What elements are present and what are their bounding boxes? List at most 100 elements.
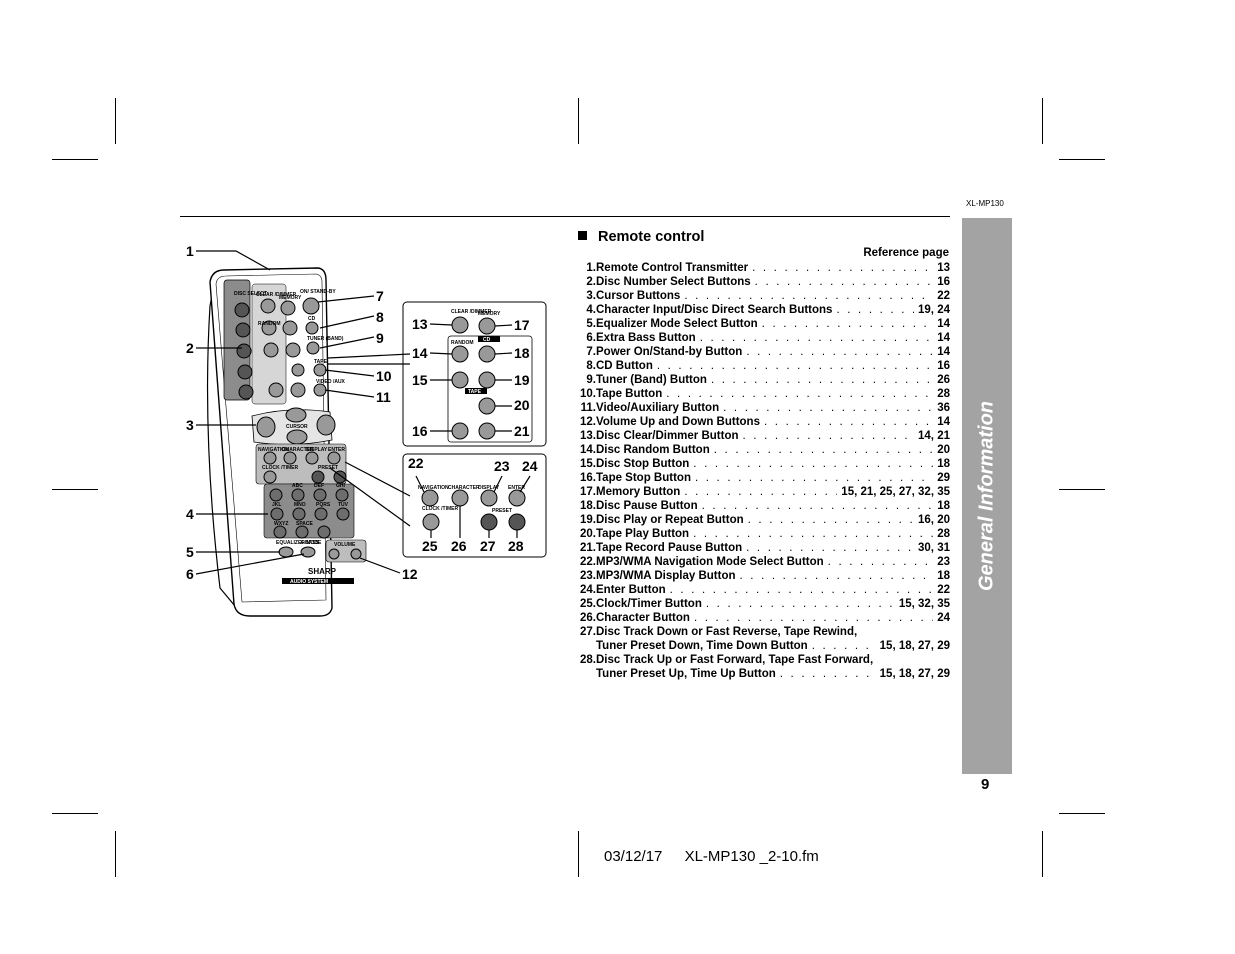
dot-leader xyxy=(693,457,933,471)
item-label: Enter Button xyxy=(596,584,666,596)
dot-leader xyxy=(702,499,934,513)
header-rule xyxy=(180,216,950,217)
dot-leader xyxy=(740,569,934,583)
footer-date: 03/12/17 xyxy=(604,848,663,865)
item-pages: 36 xyxy=(937,402,950,414)
preset-small-label: PRESET xyxy=(318,465,338,471)
item-number: 20. xyxy=(580,528,596,540)
list-item: 16.Tape Stop Button29 xyxy=(576,471,950,485)
volume-label: VOLUME xyxy=(334,542,356,548)
list-item: 12.Volume Up and Down Buttons14 xyxy=(576,415,950,429)
list-item: 7.Power On/Stand-by Button14 xyxy=(576,345,950,359)
item-pages: 30, 31 xyxy=(918,542,950,554)
item-label: Tape Play Button xyxy=(596,528,690,540)
item-label: MP3/WMA Navigation Mode Select Button xyxy=(596,556,824,568)
item-pages: 22 xyxy=(937,290,950,302)
callout-19: 19 xyxy=(514,372,530,388)
dot-leader xyxy=(752,261,933,275)
item-number: 8. xyxy=(586,360,596,372)
clock-timer-small-label: CLOCK /TIMER xyxy=(262,465,298,471)
item-number: 3. xyxy=(586,290,596,302)
callout-2: 2 xyxy=(186,340,194,356)
display-small-label: DISPLAY xyxy=(306,447,328,453)
space-label: SPACE xyxy=(296,521,314,527)
dot-leader xyxy=(755,275,934,289)
item-number: 14. xyxy=(580,444,596,456)
item-number: 4. xyxy=(586,304,596,316)
item-label: Disc Stop Button xyxy=(596,458,690,470)
crop-mark xyxy=(52,813,98,814)
remote-top-buttons xyxy=(260,297,327,398)
dot-leader xyxy=(694,611,933,625)
item-pages: 18 xyxy=(937,458,950,470)
wxyz-label: WXYZ xyxy=(274,521,288,527)
list-item: 10.Tape Button28 xyxy=(576,387,950,401)
navigation-detail-label: NAVIGATION xyxy=(418,485,449,491)
list-item: 18.Disc Pause Button18 xyxy=(576,499,950,513)
list-item: 19.Disc Play or Repeat Button16, 20 xyxy=(576,513,950,527)
item-label: Power On/Stand-by Button xyxy=(596,346,743,358)
item-pages: 13 xyxy=(937,262,950,274)
item-number: 2. xyxy=(586,276,596,288)
callout-1: 1 xyxy=(186,243,194,259)
item-number: 27. xyxy=(580,626,596,638)
item-label: Video/Auxiliary Button xyxy=(596,402,720,414)
dot-leader xyxy=(657,359,933,373)
callout-18: 18 xyxy=(514,345,530,361)
dot-leader xyxy=(711,373,933,387)
list-item: 5.Equalizer Mode Select Button14 xyxy=(576,317,950,331)
crop-mark xyxy=(1059,159,1105,160)
tuv-label: TUV xyxy=(338,502,349,508)
tape-label: TAPE xyxy=(314,359,328,365)
dot-leader xyxy=(746,345,933,359)
detail-box-top xyxy=(402,301,547,447)
random-detail-label: RANDOM xyxy=(451,340,474,346)
item-label: CD Button xyxy=(596,360,653,372)
remote-control-diagram: DISC SELECT CLEAR /DIMMER MEMORY ON/ STA… xyxy=(186,243,547,617)
item-pages: 19, 24 xyxy=(918,304,950,316)
dot-leader xyxy=(748,513,914,527)
callout-23: 23 xyxy=(494,458,510,474)
item-pages: 23 xyxy=(937,556,950,568)
dot-leader xyxy=(693,527,933,541)
item-pages: 14, 21 xyxy=(918,430,950,442)
callout-22: 22 xyxy=(408,455,424,471)
item-label: MP3/WMA Display Button xyxy=(596,570,736,582)
callout-25: 25 xyxy=(422,538,438,554)
footer-file: XL-MP130 _2-10.fm xyxy=(684,848,819,865)
section-title: Remote control xyxy=(578,229,704,245)
list-item: 28.Disc Track Up or Fast Forward, Tape F… xyxy=(576,653,950,667)
audio-system-label: AUDIO SYSTEM xyxy=(290,579,328,585)
callout-4: 4 xyxy=(186,506,194,522)
preset-detail-label: PRESET xyxy=(492,508,512,514)
callout-12: 12 xyxy=(402,566,418,582)
list-item: 14.Disc Random Button20 xyxy=(576,443,950,457)
list-item: 13.Disc Clear/Dimmer Button14, 21 xyxy=(576,429,950,443)
item-number: 6. xyxy=(586,332,596,344)
item-number: 10. xyxy=(580,388,596,400)
audio-system-bar xyxy=(282,578,354,584)
x-bass-label: X-BASS xyxy=(300,540,320,546)
abc-label: ABC xyxy=(292,483,303,489)
leader-lines xyxy=(195,250,531,575)
character-detail-label: CHARACTER xyxy=(448,485,480,491)
dot-leader xyxy=(743,429,915,443)
list-item: 24.Enter Button22 xyxy=(576,583,950,597)
list-item: 22.MP3/WMA Navigation Mode Select Button… xyxy=(576,555,950,569)
dot-leader xyxy=(812,639,876,653)
list-item-continuation: Tuner Preset Down, Time Down Button15, 1… xyxy=(576,639,950,653)
sidebar-label: General Information xyxy=(975,400,998,592)
item-label: Tuner (Band) Button xyxy=(596,374,707,386)
list-item: 3.Cursor Buttons22 xyxy=(576,289,950,303)
item-pages: 22 xyxy=(937,584,950,596)
item-label: Character Input/Disc Direct Search Butto… xyxy=(596,304,833,316)
clock-timer-detail-label: CLOCK /TIMER xyxy=(422,506,458,512)
callout-14: 14 xyxy=(412,345,428,361)
def-label: DEF xyxy=(314,483,324,489)
list-item: 21.Tape Record Pause Button30, 31 xyxy=(576,541,950,555)
random-label: RANDOM xyxy=(258,321,281,327)
list-item: 2.Disc Number Select Buttons16 xyxy=(576,275,950,289)
item-pages: 29 xyxy=(937,472,950,484)
item-number: 28. xyxy=(580,654,596,666)
callout-7: 7 xyxy=(376,288,384,304)
